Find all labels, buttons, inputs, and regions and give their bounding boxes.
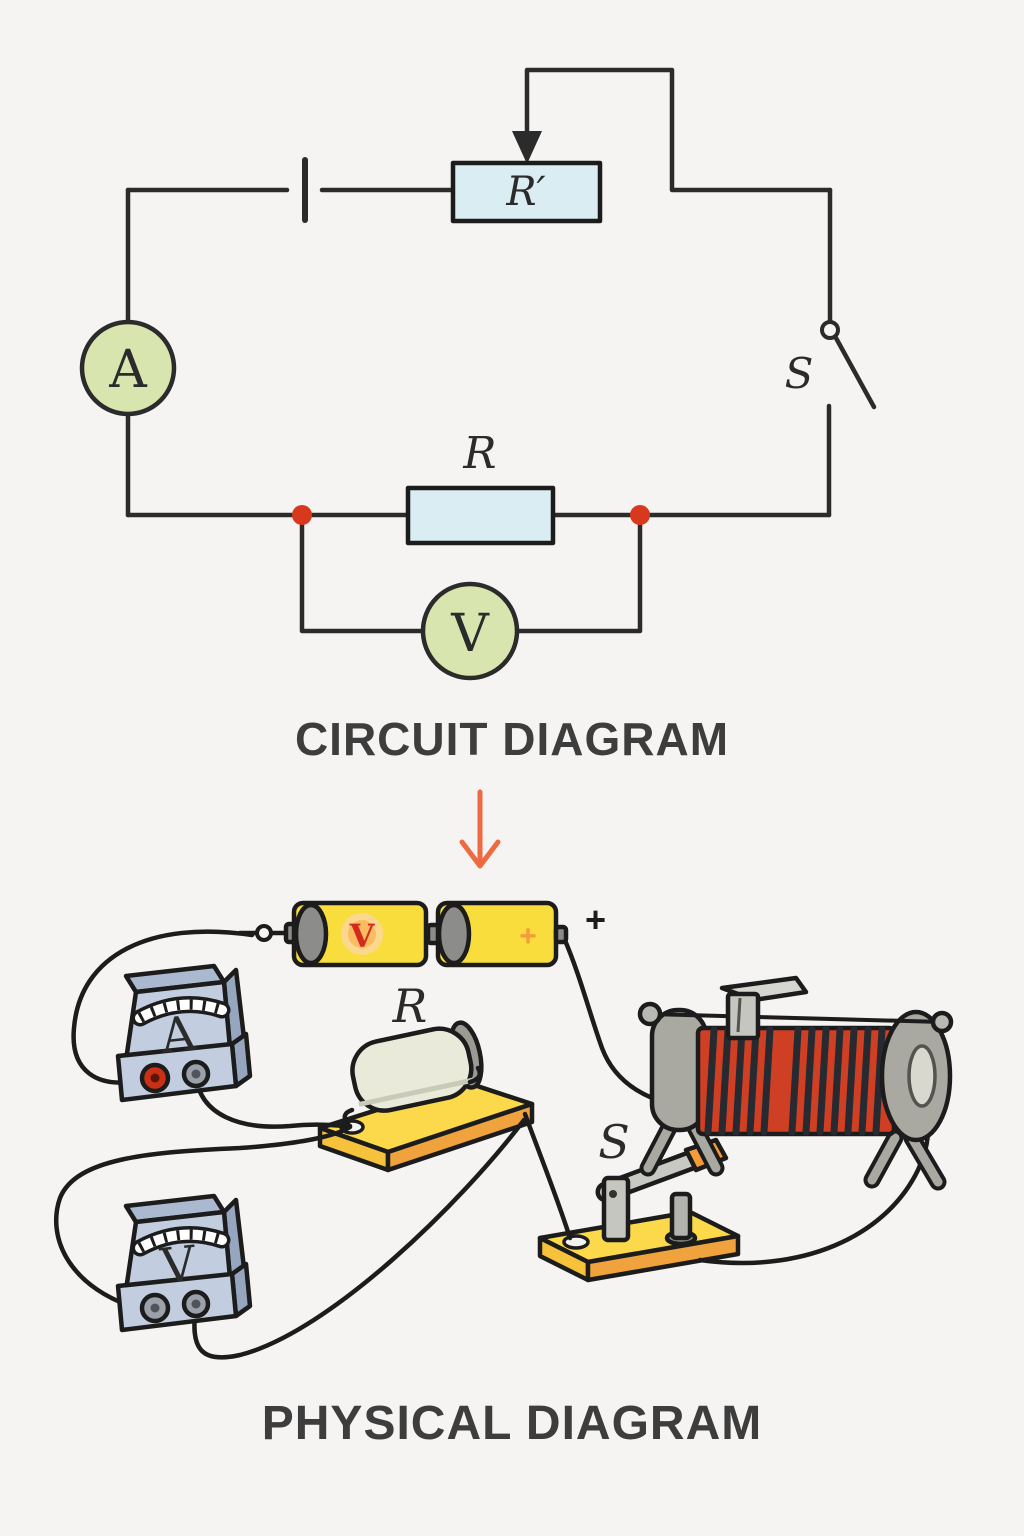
ammeter-circle bbox=[79, 319, 177, 417]
tap-arrowhead-icon bbox=[512, 131, 542, 164]
resistor-base-shade bbox=[358, 1077, 475, 1107]
resistor-ceramic-body bbox=[350, 1026, 474, 1113]
ammeter-letter: A bbox=[157, 1005, 200, 1065]
plus-terminal-mark: + bbox=[585, 899, 606, 940]
rheostat-rail-knob-right bbox=[930, 1010, 954, 1034]
wire-resistor-to-switch bbox=[522, 1111, 573, 1241]
voltmeter-label: V bbox=[450, 604, 490, 664]
resistor-device: R bbox=[342, 979, 484, 1127]
rheostat-slider bbox=[719, 975, 809, 1041]
switch-symbol: S bbox=[785, 320, 877, 410]
switch-blade bbox=[833, 335, 877, 410]
ammeter-label: A bbox=[108, 340, 148, 400]
battery-cap bbox=[293, 902, 329, 966]
resistor-clips bbox=[342, 1065, 482, 1127]
wire-voltmeter-right-to-resistor bbox=[192, 1117, 527, 1360]
voltmeter-device: V bbox=[115, 1193, 253, 1333]
terminal-hole bbox=[150, 1303, 160, 1313]
switch-board bbox=[537, 1209, 741, 1283]
battery-cell-2: + bbox=[425, 900, 569, 968]
switch-left-post bbox=[601, 1175, 631, 1243]
wire-ammeter-to-resistor bbox=[193, 1073, 353, 1129]
junction-dot-right bbox=[630, 505, 650, 525]
connection-wires bbox=[54, 924, 931, 1360]
battery-logo-letter: V bbox=[349, 917, 376, 955]
circuit-title: CIRCUIT DIAGRAM bbox=[294, 713, 730, 765]
wire-battery-plus-to-rheostat bbox=[561, 935, 673, 1107]
flow-arrow-icon bbox=[459, 789, 501, 869]
switch-label: S bbox=[785, 349, 814, 398]
battery-logo-inner bbox=[348, 920, 376, 948]
battery-cap bbox=[436, 902, 472, 966]
rheostat-slider-rail bbox=[649, 1012, 943, 1024]
resistor-box bbox=[405, 485, 556, 546]
rheostat-coil-bands bbox=[704, 1026, 886, 1136]
board-side bbox=[385, 1101, 535, 1173]
wire-voltmeter-left-loop bbox=[54, 1124, 353, 1313]
rheostat-box bbox=[450, 160, 603, 224]
rheostat-label: R′ bbox=[505, 169, 545, 215]
switch-pivot bbox=[820, 320, 840, 340]
circuit-diagram: R′ S A R V bbox=[79, 67, 877, 681]
circuit-wires bbox=[125, 67, 833, 634]
ammeter-symbol: A bbox=[79, 319, 177, 417]
rheostat-axle-hole bbox=[907, 1044, 937, 1108]
battery-cell-1: V bbox=[283, 900, 429, 968]
switch-right-post bbox=[669, 1191, 693, 1241]
switch-pivot-hole bbox=[609, 1190, 617, 1198]
terminal-hole bbox=[191, 1069, 201, 1079]
voltmeter-symbol: V bbox=[420, 581, 520, 681]
tap-arrow bbox=[512, 131, 542, 164]
wire-voltmeter-left bbox=[299, 512, 426, 634]
wire-ring-terminal bbox=[255, 924, 273, 942]
voltmeter-circle bbox=[420, 581, 520, 681]
resistor-label: R bbox=[462, 428, 496, 479]
physical-diagram: V + + A bbox=[54, 789, 954, 1360]
ammeter-device: A bbox=[115, 963, 253, 1103]
battery-plus-mark: + bbox=[519, 920, 537, 953]
rheostat-rail-knob-left bbox=[637, 1001, 663, 1027]
meter-scale bbox=[131, 1226, 231, 1257]
rheostat-symbol: R′ bbox=[450, 160, 603, 224]
resistor-device-label: R bbox=[392, 979, 428, 1033]
physical-title: PHYSICAL DIAGRAM bbox=[261, 1397, 763, 1450]
battery-nub bbox=[553, 924, 569, 945]
junction-dot-left bbox=[292, 505, 312, 525]
switch-device-label: S bbox=[598, 1115, 630, 1169]
wire-tap-loop bbox=[524, 67, 833, 193]
terminal-hole bbox=[150, 1073, 160, 1083]
terminal-hole bbox=[191, 1299, 201, 1309]
resistor-symbol: R bbox=[405, 428, 556, 546]
meter-scale bbox=[131, 996, 231, 1027]
wire-voltmeter-right bbox=[514, 512, 643, 634]
rheostat-device bbox=[637, 975, 954, 1191]
voltmeter-letter: V bbox=[157, 1235, 200, 1295]
battery-pack: V + + bbox=[283, 899, 606, 968]
